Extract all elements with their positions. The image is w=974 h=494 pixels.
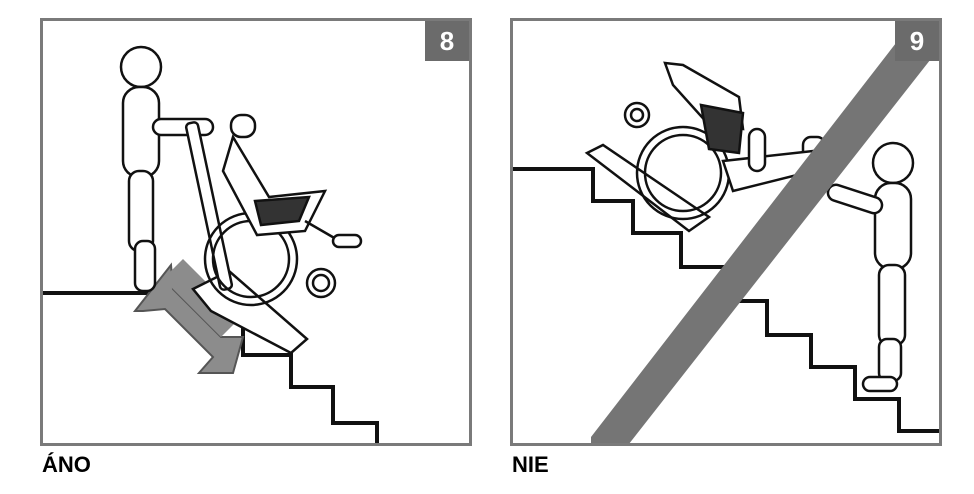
caption-no: NIE [512,452,549,477]
prohibition-slash-icon [591,21,939,443]
wheelchair-icon [203,113,363,307]
panel-correct-usage: 8 [40,18,472,446]
caption-yes: ÁNO [42,452,91,477]
step-number-badge: 9 [895,21,939,61]
staircase [513,167,939,433]
person-icon [826,141,915,393]
panel-incorrect-usage: 9 [510,18,942,446]
illustration-correct [43,45,379,443]
wheelchair-icon [623,61,815,221]
illustration-incorrect [513,21,939,443]
step-number-badge: 8 [425,21,469,61]
